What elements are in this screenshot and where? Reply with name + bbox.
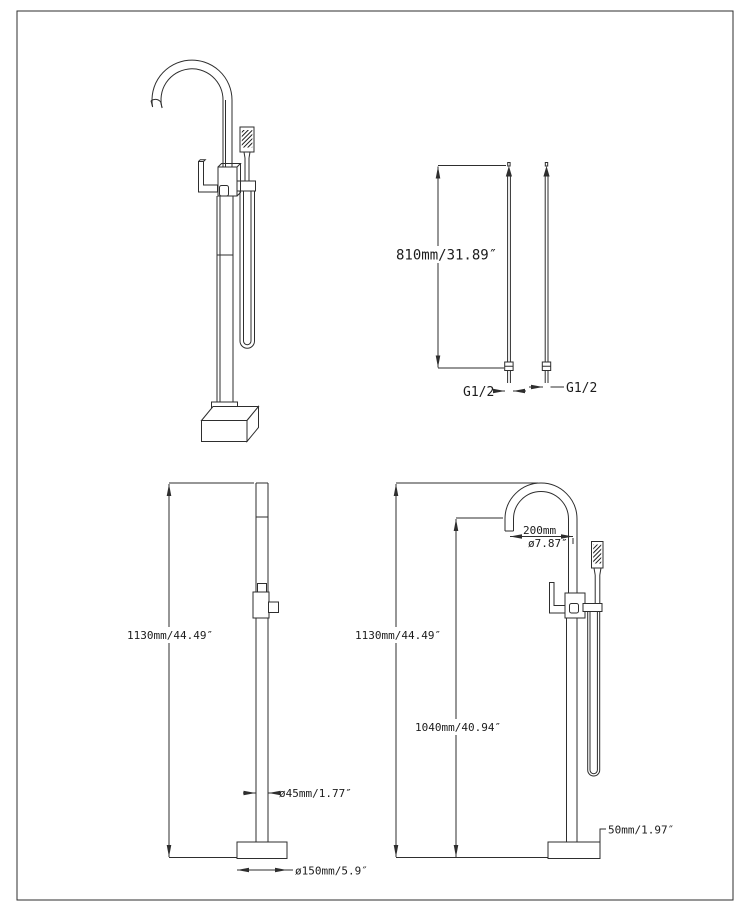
front-spout xyxy=(504,482,578,593)
hose-length-dimension: 810mm/31.89″ xyxy=(393,165,506,369)
supply-hoses-view: 810mm/31.89″ G1/2 G1/2 xyxy=(393,162,597,400)
supply-hose-left xyxy=(504,162,514,383)
side-column xyxy=(252,482,279,842)
column-diameter-label: ø45mm/1.77″ xyxy=(279,787,352,800)
diverter-button xyxy=(219,185,229,197)
hand-shower xyxy=(239,126,255,183)
front-height-label: 1130mm/44.49″ xyxy=(355,629,441,642)
floor-base xyxy=(200,405,260,443)
front-base xyxy=(547,841,601,859)
thread-label-left: G1/2 xyxy=(463,385,494,400)
lever-handle xyxy=(198,159,218,193)
column-diameter-dimension: ø45mm/1.77″ xyxy=(243,787,352,800)
spout-height-dimension: 1040mm/40.94″ xyxy=(412,517,504,857)
front-view: 1130mm/44.49″ 1040mm/40.94″ 200mm ø7.87″… xyxy=(352,482,674,859)
supply-hose-right xyxy=(541,162,552,383)
side-base xyxy=(236,841,288,859)
thread-callout-right: G1/2 xyxy=(529,381,597,396)
spout-reach-mm-label: 200mm xyxy=(523,524,556,537)
side-height-label: 1130mm/44.49″ xyxy=(127,629,213,642)
front-shower-hose xyxy=(587,611,601,777)
side-height-dimension: 1130mm/44.49″ xyxy=(124,482,254,858)
shower-holder xyxy=(235,180,256,192)
spout-reach-dimension: 200mm ø7.87″ xyxy=(510,524,574,550)
base-height-dimension: 50mm/1.97″ xyxy=(599,824,674,842)
shower-head-face xyxy=(241,130,253,148)
shower-hose xyxy=(239,191,255,349)
drawing-border xyxy=(16,10,734,901)
base-diameter-dimension: ø150mm/5.9″ xyxy=(237,865,368,878)
riser-column xyxy=(211,196,238,413)
perspective-view xyxy=(150,59,260,443)
spout-height-label: 1040mm/40.94″ xyxy=(415,721,501,734)
front-hand-shower xyxy=(591,541,604,604)
front-lever-handle xyxy=(549,582,566,614)
hose-length-label: 810mm/31.89″ xyxy=(396,248,497,264)
base-diameter-label: ø150mm/5.9″ xyxy=(295,865,368,878)
front-diverter-button xyxy=(569,603,579,614)
valve-body xyxy=(217,163,242,197)
thread-callout-left: G1/2 xyxy=(463,385,526,400)
front-shower-holder xyxy=(582,603,603,612)
side-knob xyxy=(268,601,279,613)
front-height-dimension: 1130mm/44.49″ xyxy=(352,482,538,857)
thread-label-right: G1/2 xyxy=(566,381,597,396)
side-view: 1130mm/44.49″ ø45mm/1.77″ ø150mm/5.9″ xyxy=(124,482,368,878)
side-valve-body xyxy=(252,591,270,619)
front-shower-head-face xyxy=(593,544,602,564)
spout-reach-inch-label: ø7.87″ xyxy=(528,537,568,550)
base-height-label: 50mm/1.97″ xyxy=(608,824,674,837)
spout-gooseneck xyxy=(150,59,233,167)
front-riser-column xyxy=(566,618,578,842)
